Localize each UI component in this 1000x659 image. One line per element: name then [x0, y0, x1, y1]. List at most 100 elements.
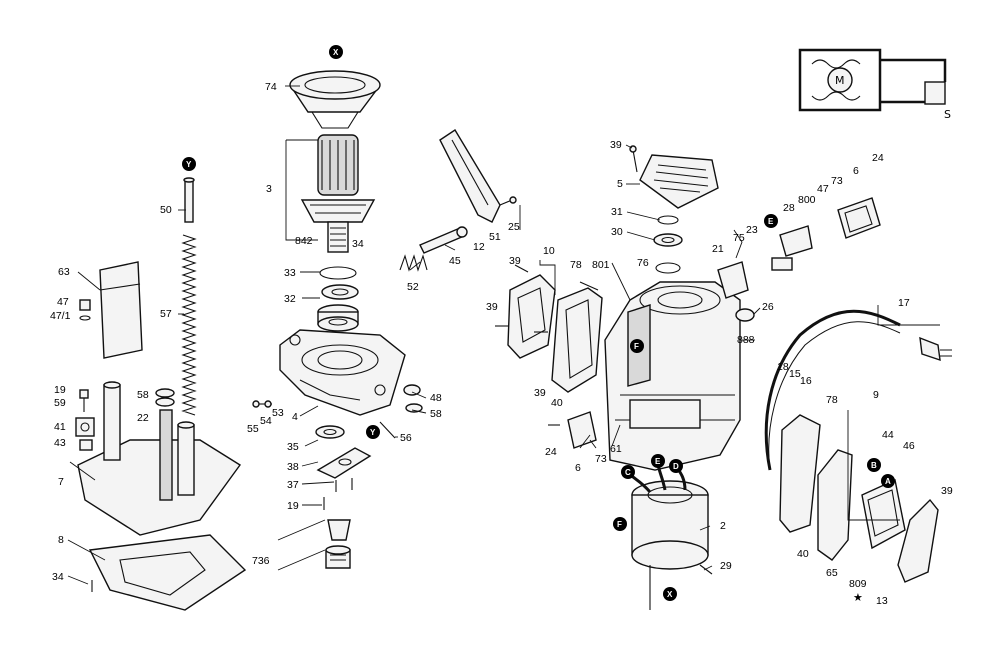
label-57: 57 — [160, 308, 172, 320]
bearing-30 — [653, 233, 683, 247]
callout-a-icon — [881, 474, 895, 488]
label-39a: 39 — [610, 139, 622, 151]
label-12: 12 — [473, 241, 485, 253]
collet-736 — [325, 519, 351, 569]
cover-6-73 — [567, 411, 597, 449]
motor-housing-801 — [604, 281, 741, 471]
label-61: 61 — [610, 443, 622, 455]
callout-f-lower-icon — [613, 517, 627, 531]
label-17: 17 — [898, 297, 910, 309]
screws-37 — [323, 478, 353, 510]
label-37: 37 — [287, 479, 299, 491]
label-50: 50 — [160, 204, 172, 216]
callout-f-lower: F — [617, 520, 622, 529]
power-cord-17 — [764, 309, 952, 471]
spindle-lock-pin-45 — [419, 226, 468, 254]
bolt-56 — [379, 421, 396, 439]
label-39c: 39 — [486, 301, 498, 313]
label-73a: 73 — [595, 453, 607, 465]
label-48: 48 — [430, 392, 442, 404]
label-35: 35 — [287, 441, 299, 453]
callout-f-upper-icon — [630, 339, 644, 353]
label-34a: 34 — [352, 238, 364, 250]
label-55: 55 — [247, 423, 259, 435]
retaining-ring-31 — [657, 215, 679, 225]
label-54: 54 — [260, 415, 272, 427]
callout-b-icon — [867, 458, 881, 472]
label-52: 52 — [407, 281, 419, 293]
label-47b: 47 — [817, 183, 829, 195]
screws-39-78 — [495, 264, 599, 333]
label-888: 888 — [737, 334, 755, 346]
label-75: 75 — [733, 232, 745, 244]
callout-f-upper: F — [634, 342, 639, 351]
handle-65 — [817, 449, 853, 561]
chip-shield-63 — [99, 261, 143, 359]
callout-x-top: X — [333, 48, 339, 57]
label-76: 76 — [637, 257, 649, 269]
handle-grip-10 — [507, 274, 556, 359]
bearing-32 — [317, 304, 359, 332]
label-809: 809 — [849, 578, 867, 590]
callout-x-top-icon — [329, 45, 343, 59]
callout-c-icon — [621, 465, 635, 479]
label-842: 842 — [295, 235, 313, 247]
label-34b: 34 — [52, 571, 64, 583]
label-15: 15 — [789, 368, 801, 380]
callout-e-mid-icon — [651, 454, 665, 468]
label-6b: 6 — [853, 165, 859, 177]
sub-base-8 — [88, 534, 247, 611]
screw-25 — [499, 196, 517, 206]
label-73b: 73 — [831, 175, 843, 187]
label-43: 43 — [54, 437, 66, 449]
label-21: 21 — [712, 243, 724, 255]
callout-e-left: E — [768, 217, 774, 226]
label-19a: 19 — [54, 384, 66, 396]
label-13: 13 — [876, 595, 888, 607]
spindle-lock-plate-38 — [316, 447, 372, 479]
label-25: 25 — [508, 221, 520, 233]
callout-e-mid: E — [655, 457, 661, 466]
label-18: 18 — [777, 361, 789, 373]
spring-52 — [399, 254, 428, 272]
label-19b: 19 — [287, 500, 299, 512]
label-4: 4 — [292, 411, 298, 423]
guide-rod-50 — [183, 177, 195, 223]
label-9: 9 — [873, 389, 879, 401]
label-6a: 6 — [575, 462, 581, 474]
callout-b: B — [871, 461, 877, 470]
label-46: 46 — [903, 440, 915, 452]
label-33: 33 — [284, 267, 296, 279]
brush-assembly-28 — [771, 225, 813, 271]
screws-53-55 — [252, 400, 272, 408]
callout-y-mid-icon — [366, 425, 380, 439]
washer-33 — [319, 266, 357, 280]
callout-e-left-icon — [764, 214, 778, 228]
switch-13 — [861, 478, 906, 550]
callout-x-bottom: X — [667, 590, 673, 599]
knob-43 — [79, 439, 93, 451]
label-16: 16 — [800, 375, 812, 387]
label-78a: 78 — [570, 259, 582, 271]
base-7 — [77, 381, 242, 536]
brush-holder-21 — [717, 261, 749, 299]
label-801: 801 — [592, 259, 610, 271]
label-29: 29 — [720, 560, 732, 572]
label-47-1: 47/1 — [50, 310, 71, 322]
label-31: 31 — [611, 206, 623, 218]
label-39e: 39 — [941, 485, 953, 497]
label-32: 32 — [284, 293, 296, 305]
fan-cover-74 — [289, 70, 381, 129]
label-65: 65 — [826, 567, 838, 579]
washer-58b — [405, 403, 423, 413]
field-stator-2 — [626, 461, 709, 570]
label-47: 47 — [57, 296, 69, 308]
label-58b: 58 — [430, 408, 442, 420]
label-30: 30 — [611, 226, 623, 238]
label-45: 45 — [449, 255, 461, 267]
label-10: 10 — [543, 245, 555, 257]
callout-y-top-icon — [182, 157, 196, 171]
motor-symbol-label: M — [835, 74, 845, 87]
label-59: 59 — [54, 397, 66, 409]
